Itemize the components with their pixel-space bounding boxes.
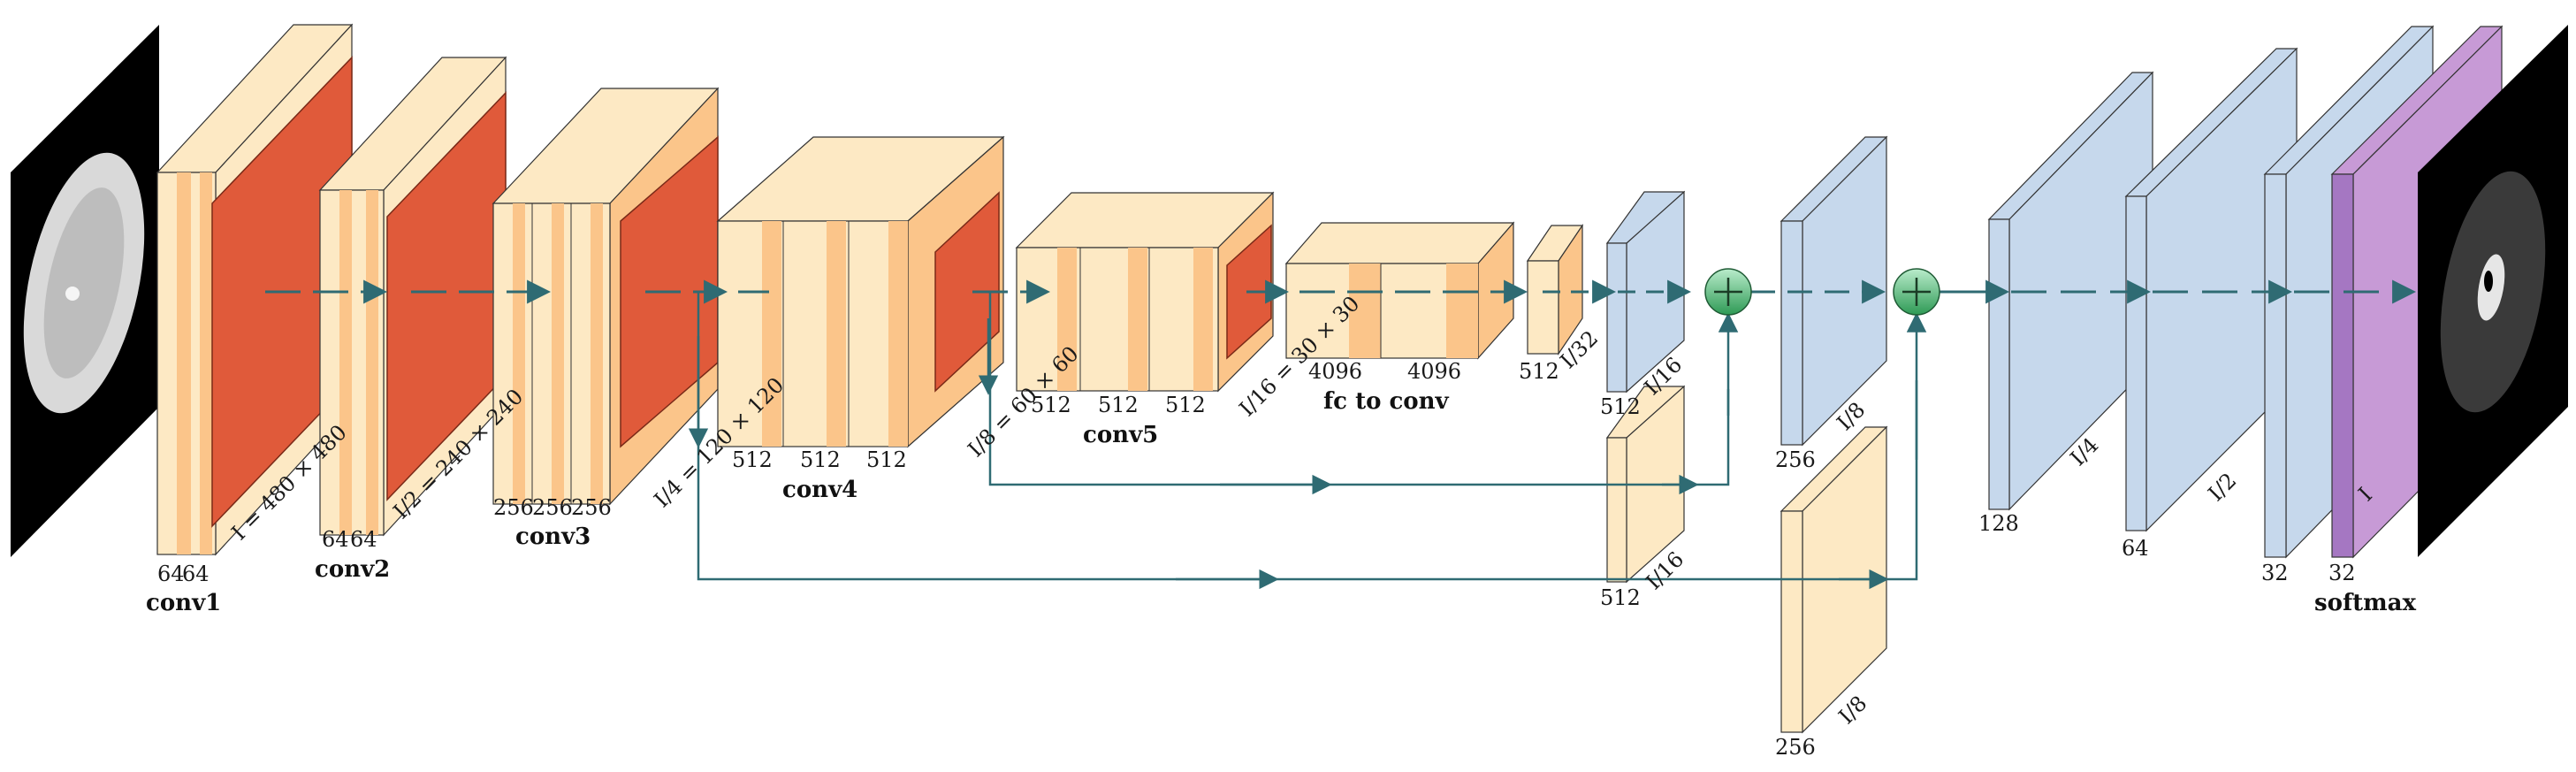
conv2-name-label: conv2 [315,556,390,583]
up4-channel-label: 128 [1978,511,2019,536]
up2-size-label: I/2 [2203,468,2241,506]
conv2-channel-label: 64 [350,527,377,552]
fc-channel-label: 4096 [1308,359,1362,384]
plus-icon [1893,268,1940,316]
output-image [2418,25,2568,557]
conv1-channel-label: 64 [157,562,185,586]
fc-channel-label: 4096 [1407,359,1461,384]
skip16-block [1605,385,1686,584]
up2-block [2124,47,2298,532]
final-channel-label: 32 [2328,561,2356,585]
conv3-channel-label: 256 [493,495,534,520]
conv5-channel-label: 512 [1098,393,1139,417]
skip16-channel-label: 512 [1600,585,1641,610]
score32-block [1526,224,1584,355]
input-image [11,25,159,557]
fc-block [1284,221,1515,360]
conv4-name-label: conv4 [782,477,857,503]
score32-channel-label: 512 [1519,359,1559,384]
plus-icon [1704,268,1752,316]
conv2-channel-label: 64 [322,527,349,552]
conv2-block [318,56,507,537]
conv4-channel-label: 512 [800,447,841,472]
fc-name-label: fc to conv [1323,388,1450,415]
skip-connections [688,292,1927,590]
conv5-name-label: conv5 [1083,422,1158,448]
conv5-channel-label: 512 [1031,393,1071,417]
skip8-channel-label: 256 [1775,735,1816,760]
conv3-name-label: conv3 [515,524,591,550]
up1-channel-label: 32 [2261,561,2289,585]
conv4-channel-label: 512 [866,447,907,472]
conv4-block [716,135,1005,448]
up16-channel-label: 512 [1600,394,1641,419]
conv3-channel-label: 256 [532,495,573,520]
up8-channel-label: 256 [1775,447,1816,472]
conv4-channel-label: 512 [732,447,773,472]
skip8-size-label: I/8 [1833,691,1871,729]
conv1-channel-label: 64 [182,562,210,586]
conv3-block [492,87,720,506]
up2-channel-label: 64 [2122,536,2149,561]
conv3-channel-label: 256 [571,495,612,520]
conv1-name-label: conv1 [146,590,221,616]
conv5-channel-label: 512 [1165,393,1206,417]
softmax-name-label: softmax [2314,590,2417,616]
